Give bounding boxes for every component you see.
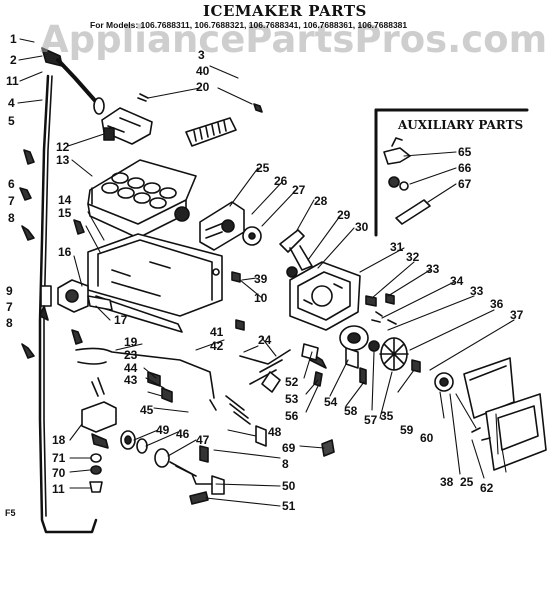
callout-65: 65 bbox=[458, 145, 472, 159]
callout-56: 56 bbox=[285, 409, 299, 423]
support-housing bbox=[87, 233, 223, 333]
callout-44: 44 bbox=[124, 361, 138, 375]
callout-57: 57 bbox=[364, 413, 378, 427]
auxiliary-parts-drawing bbox=[383, 137, 431, 225]
callout-8: 8 bbox=[8, 211, 15, 225]
callout-11b: 11 bbox=[52, 482, 65, 496]
small-fasteners bbox=[147, 271, 421, 463]
callout-54: 54 bbox=[324, 395, 338, 409]
callout-48: 48 bbox=[268, 425, 282, 439]
callout-30: 30 bbox=[355, 220, 369, 234]
callout-62: 62 bbox=[480, 481, 494, 495]
callout-7: 7 bbox=[8, 194, 15, 208]
callout-34: 34 bbox=[450, 274, 464, 288]
callout-35: 35 bbox=[380, 409, 394, 423]
leader-lines bbox=[17, 38, 515, 507]
callout-69: 69 bbox=[282, 441, 296, 455]
callout-6: 6 bbox=[8, 177, 15, 191]
callout-28: 28 bbox=[314, 194, 328, 208]
callout-52: 52 bbox=[285, 375, 299, 389]
callout-33a: 33 bbox=[426, 262, 440, 276]
callout-66: 66 bbox=[458, 161, 472, 175]
valve-fittings bbox=[120, 430, 225, 505]
callout-67: 67 bbox=[458, 177, 472, 191]
figure-code: F5 bbox=[5, 508, 16, 518]
callout-29: 29 bbox=[337, 208, 351, 222]
callout-60: 60 bbox=[420, 431, 434, 445]
callout-27: 27 bbox=[292, 183, 306, 197]
callout-11: 11 bbox=[6, 74, 19, 88]
callout-2: 2 bbox=[10, 53, 17, 67]
screws-left bbox=[19, 149, 85, 359]
callout-40: 40 bbox=[196, 64, 210, 78]
callout-37: 37 bbox=[510, 308, 524, 322]
watermark: AppliancePartsPros.com bbox=[40, 18, 548, 61]
callout-47: 47 bbox=[196, 433, 210, 447]
callout-46: 46 bbox=[176, 427, 190, 441]
callout-15: 15 bbox=[58, 206, 72, 220]
mold-bracket bbox=[101, 93, 153, 145]
thermostat-bracket bbox=[81, 401, 117, 493]
callout-13: 13 bbox=[56, 153, 70, 167]
callout-9: 9 bbox=[6, 284, 13, 298]
callout-25: 25 bbox=[256, 161, 270, 175]
callout-71: 71 bbox=[52, 451, 66, 465]
callout-12: 12 bbox=[56, 140, 70, 154]
callout-49: 49 bbox=[156, 423, 170, 437]
callout-25b: 25 bbox=[460, 475, 474, 489]
callout-24: 24 bbox=[258, 333, 272, 347]
callout-8c: 8 bbox=[282, 457, 289, 471]
callout-38: 38 bbox=[440, 475, 454, 489]
callout-58: 58 bbox=[344, 404, 358, 418]
callout-36: 36 bbox=[490, 297, 504, 311]
callout-39: 39 bbox=[254, 272, 268, 286]
heater-grille bbox=[185, 103, 263, 147]
callout-18: 18 bbox=[52, 433, 66, 447]
control-housing bbox=[289, 261, 361, 331]
callout-42: 42 bbox=[210, 339, 224, 353]
callout-3: 3 bbox=[198, 48, 205, 62]
diagram-title: ICEMAKER PARTS bbox=[203, 2, 367, 20]
callout-26: 26 bbox=[274, 174, 288, 188]
callout-41: 41 bbox=[210, 325, 224, 339]
model-numbers: For Models: 106.7688311, 106.7688321, 10… bbox=[90, 20, 408, 30]
callout-19: 19 bbox=[124, 335, 138, 349]
callout-32: 32 bbox=[406, 250, 420, 264]
callout-16: 16 bbox=[58, 245, 72, 259]
callout-5: 5 bbox=[8, 114, 15, 128]
callout-1: 1 bbox=[10, 32, 17, 46]
callout-31: 31 bbox=[390, 240, 404, 254]
callout-50: 50 bbox=[282, 479, 296, 493]
inlet-fitting bbox=[57, 279, 113, 313]
callout-33b: 33 bbox=[470, 284, 484, 298]
ejector-assembly bbox=[199, 201, 313, 278]
fill-tube-assembly bbox=[38, 47, 105, 534]
callout-53: 53 bbox=[285, 392, 299, 406]
ice-mold bbox=[87, 159, 197, 239]
auxiliary-title: AUXILIARY PARTS bbox=[398, 118, 524, 132]
callout-10: 10 bbox=[254, 291, 268, 305]
callout-7b: 7 bbox=[6, 300, 13, 314]
auxiliary-frame bbox=[374, 108, 529, 237]
motor-gear-group bbox=[339, 311, 409, 371]
callout-14: 14 bbox=[58, 193, 72, 207]
callout-59: 59 bbox=[400, 423, 414, 437]
callout-70: 70 bbox=[52, 466, 66, 480]
callout-45: 45 bbox=[140, 403, 154, 417]
callout-4: 4 bbox=[8, 96, 15, 110]
cover-and-timer bbox=[434, 357, 547, 471]
callout-23: 23 bbox=[124, 348, 138, 362]
callout-17: 17 bbox=[114, 313, 128, 327]
callout-8b: 8 bbox=[6, 316, 13, 330]
callout-51: 51 bbox=[282, 499, 296, 513]
callout-43: 43 bbox=[124, 373, 138, 387]
callout-20: 20 bbox=[196, 80, 210, 94]
